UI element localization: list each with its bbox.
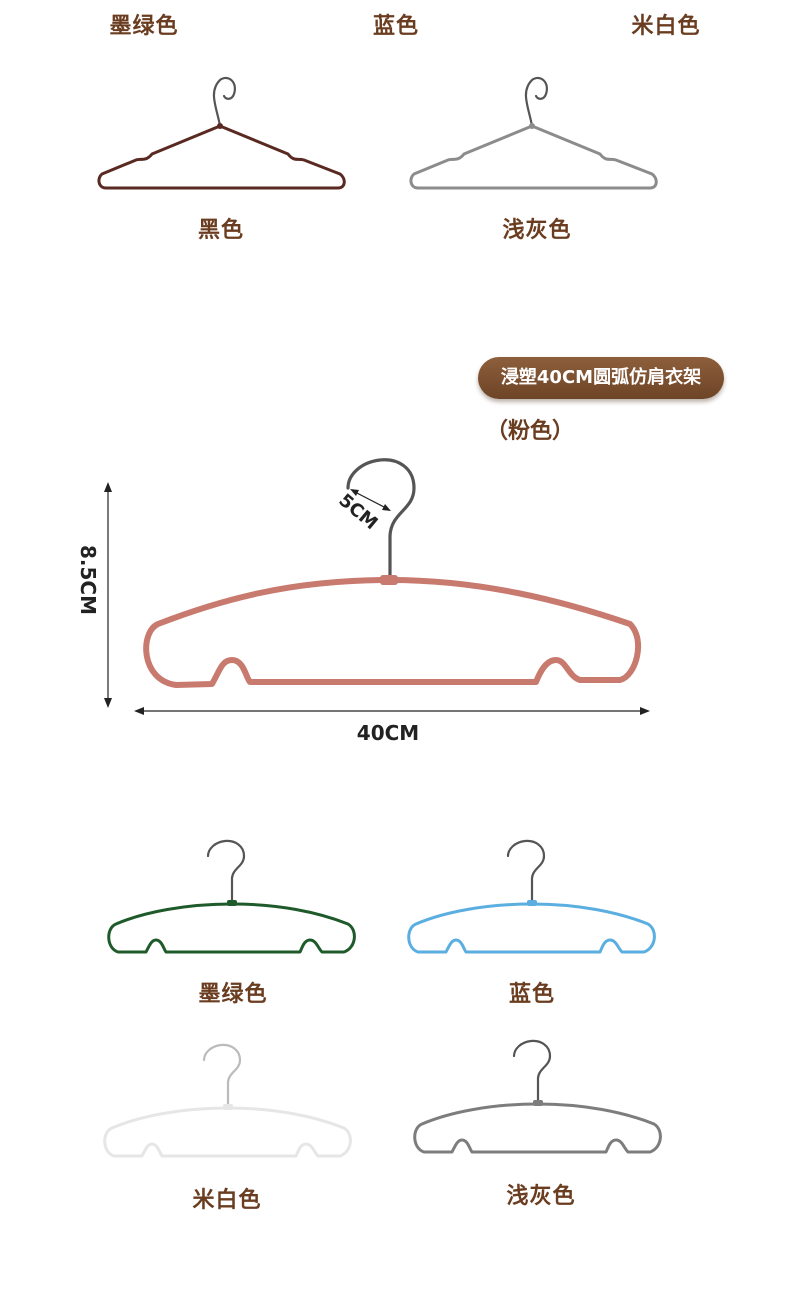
hanger-image-blue (407, 839, 656, 954)
hanger-image-dark-green (107, 839, 356, 954)
color-label-dark-green-top: 墨绿色 (109, 14, 179, 39)
feature-color-subtitle: （粉色） (485, 419, 575, 444)
hanger-image-light-gray (409, 76, 658, 190)
color-label-blue: 蓝色 (508, 982, 556, 1007)
hanger-image-gray (413, 1039, 662, 1154)
color-label-light-gray: 浅灰色 (502, 218, 572, 243)
color-label-gray: 浅灰色 (506, 1184, 576, 1209)
color-label-beige-top: 米白色 (631, 14, 701, 39)
hanger-image-beige (103, 1043, 352, 1158)
color-label-black: 黑色 (197, 218, 245, 243)
color-label-blue-top: 蓝色 (372, 14, 420, 39)
color-label-dark-green: 墨绿色 (198, 982, 268, 1007)
color-label-beige: 米白色 (192, 1188, 262, 1213)
hanger-image-black (97, 76, 346, 190)
hanger-diagram-pink (104, 458, 650, 715)
product-title-badge: 浸塑40CM圆弧仿肩衣架 (478, 357, 724, 399)
width-dimension-label: 40CM (356, 721, 420, 745)
height-dimension-label: 8.5CM (76, 544, 100, 616)
